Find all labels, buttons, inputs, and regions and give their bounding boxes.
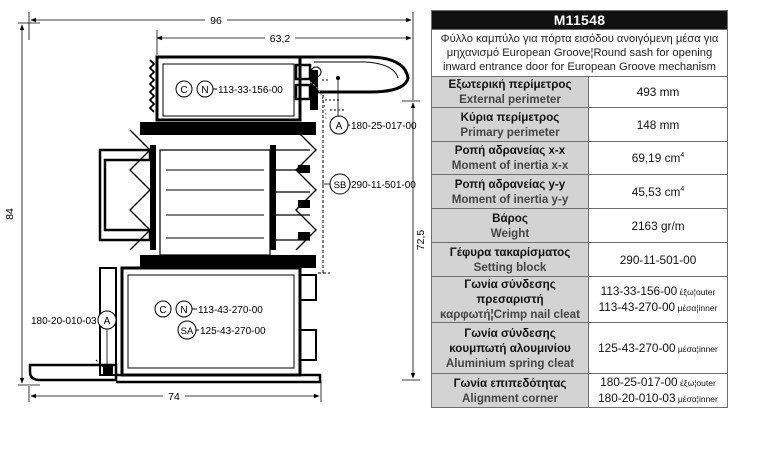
upper-part-number: 113-33-156-00	[218, 85, 283, 96]
profile-section-drawing: 96 63,2 84 72,5 74	[4, 12, 427, 403]
dimension-lines	[18, 12, 420, 402]
spec-value-moment-xx: 69,19 cm4	[588, 141, 728, 175]
badge-n-lower: N	[180, 305, 187, 316]
alignment-inner-part-number: 180-20-010-03	[31, 316, 97, 327]
badge-a-right: A	[336, 121, 343, 132]
upper-cleat-callout: C N 113-33-156-00	[175, 80, 283, 98]
lower-cn-part-number: 113-43-270-00	[198, 305, 263, 316]
dimension-96-label: 96	[210, 15, 222, 27]
badge-sb: SB	[334, 180, 347, 191]
profile-description: Φύλλο καμπύλο για πόρτα εισόδου ανοιγόμε…	[431, 29, 728, 77]
spec-value-moment-yy: 45,53 cm4	[588, 174, 728, 209]
lower-profile-chamber	[28, 266, 322, 384]
thermal-break-area	[98, 95, 330, 274]
dimension-84-label: 84	[4, 208, 16, 220]
dimension-63-2-label: 63,2	[270, 33, 291, 45]
setting-block-part-number: 290-11-501-00	[351, 180, 416, 191]
spec-value-weight: 2163 gr/m	[588, 208, 728, 243]
spec-value-crimp-cleat: 113-33-156-00 έξω¦outer 113-43-270-00 μέ…	[588, 276, 728, 323]
spec-value-primary-perimeter: 148 mm	[588, 107, 728, 142]
setting-block-callout: SB 290-11-501-00	[322, 173, 416, 195]
lower-cleat-callout: C N 113-43-270-00 SA 125-43-270-00	[154, 300, 266, 340]
spec-value-external-perimeter: 493 mm	[588, 76, 728, 108]
spec-value-setting-block: 290-11-501-00	[588, 242, 728, 277]
upper-profile-chamber	[148, 55, 410, 122]
lower-sa-part-number: 125-43-270-00	[200, 326, 266, 337]
badge-c-lower: C	[159, 305, 166, 316]
alignment-corner-outer-callout: A 180-25-017-00	[329, 76, 417, 135]
profile-spec-table: M11548 Φύλλο καμπύλο για πόρτα εισόδου α…	[431, 10, 728, 408]
dimension-72-5-label: 72,5	[415, 230, 427, 251]
badge-c-upper: C	[180, 85, 187, 96]
badge-n-upper: N	[201, 85, 208, 96]
spec-value-alignment-corner: 180-25-017-00 έξω¦outer 180-20-010-03 μέ…	[588, 373, 728, 408]
spec-value-spring-cleat: 125-43-270-00 μέσα¦inner	[588, 322, 728, 374]
dimension-74-label: 74	[168, 391, 180, 403]
alignment-outer-part-number: 180-25-017-00	[351, 121, 417, 132]
badge-sa: SA	[181, 326, 194, 337]
badge-a-left: A	[104, 316, 111, 327]
profile-code: M11548	[431, 10, 728, 30]
alignment-corner-inner-callout: 180-20-010-03 A	[31, 310, 117, 370]
